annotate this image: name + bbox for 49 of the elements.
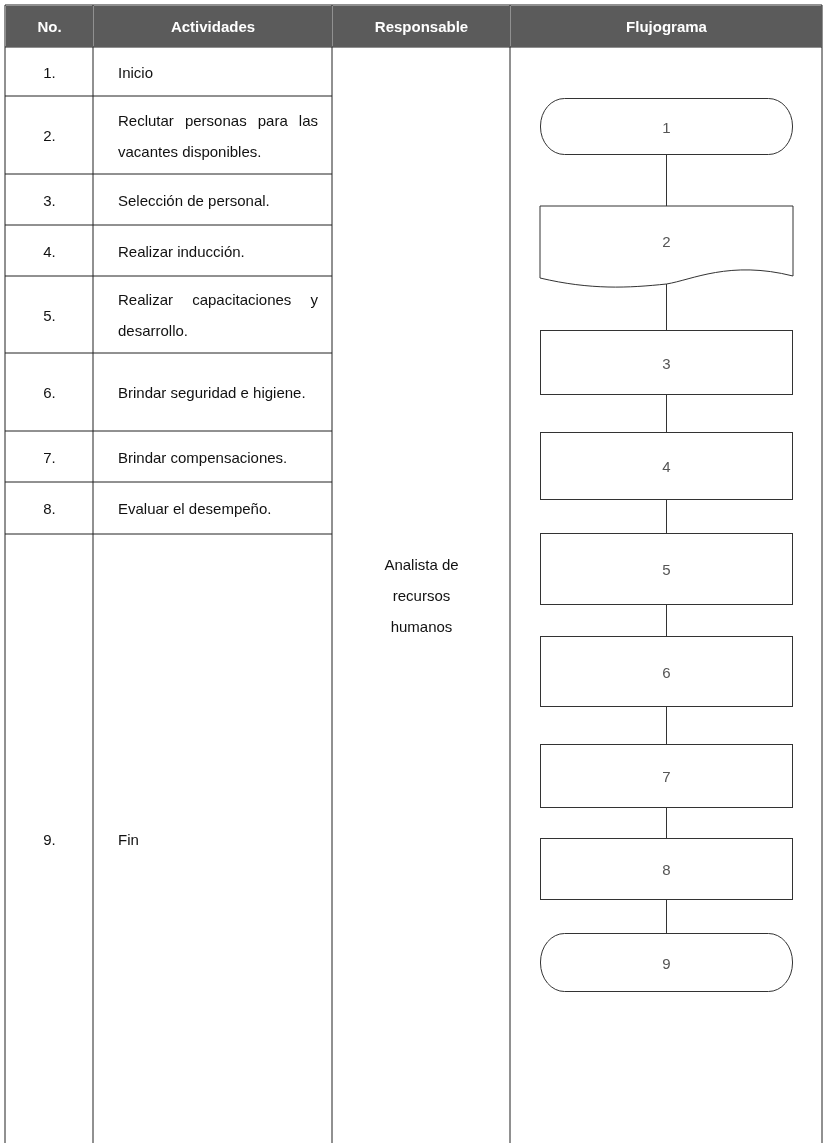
connector-line xyxy=(666,283,667,331)
activity-text: Selección de personal. xyxy=(118,190,271,211)
connector-line xyxy=(666,394,667,433)
connector-line xyxy=(666,604,667,637)
step-number: 2 xyxy=(661,232,672,250)
row-number: 6. xyxy=(42,384,57,401)
activity-text: Realizar capacitaciones y desarrollo. xyxy=(118,290,318,341)
connector-line xyxy=(666,499,667,534)
step-number: 4 xyxy=(661,457,672,475)
process-box xyxy=(540,432,793,500)
column-header: No. xyxy=(6,6,93,47)
step-number: 5 xyxy=(661,560,672,578)
terminal-shape xyxy=(540,98,793,155)
document-shape xyxy=(540,206,793,288)
activity-text: Reclutar personas para las vacantes disponibles. xyxy=(118,110,318,162)
row-number: 9. xyxy=(42,830,57,848)
row-number: 1. xyxy=(42,63,57,81)
process-box xyxy=(540,636,793,707)
process-box xyxy=(540,744,793,808)
row-number: 4. xyxy=(42,242,57,260)
row-number: 8. xyxy=(42,500,57,517)
column-header: Actividades xyxy=(94,6,332,47)
activity-text: Inicio xyxy=(118,62,155,83)
responsible-text: Analista de recursos humanos xyxy=(383,555,460,637)
activity-text: Evaluar el desempeño. xyxy=(118,499,273,519)
row-number: 3. xyxy=(42,191,57,209)
process-box xyxy=(540,838,793,900)
row-number: 2. xyxy=(42,127,57,144)
activity-text: Brindar compensaciones. xyxy=(118,447,289,468)
connector-line xyxy=(666,807,667,839)
step-number: 7 xyxy=(661,767,672,785)
process-box xyxy=(540,330,793,395)
step-number: 3 xyxy=(661,354,672,371)
process-box xyxy=(540,533,793,605)
column-header: Flujograma xyxy=(511,6,822,47)
row-number: 5. xyxy=(42,306,57,324)
step-number: 9 xyxy=(661,954,672,971)
connector-line xyxy=(666,154,667,207)
terminal-shape xyxy=(540,933,793,992)
connector-line xyxy=(666,899,667,934)
column-header: Responsable xyxy=(333,6,510,47)
connector-line xyxy=(666,706,667,745)
step-number: 6 xyxy=(661,663,672,680)
activity-text: Fin xyxy=(118,829,140,850)
step-number: 1 xyxy=(661,118,672,135)
step-number: 8 xyxy=(661,860,672,878)
activity-text: Realizar inducción. xyxy=(118,241,246,262)
row-number: 7. xyxy=(42,448,57,466)
activity-text: Brindar seguridad e higiene. xyxy=(118,383,307,403)
